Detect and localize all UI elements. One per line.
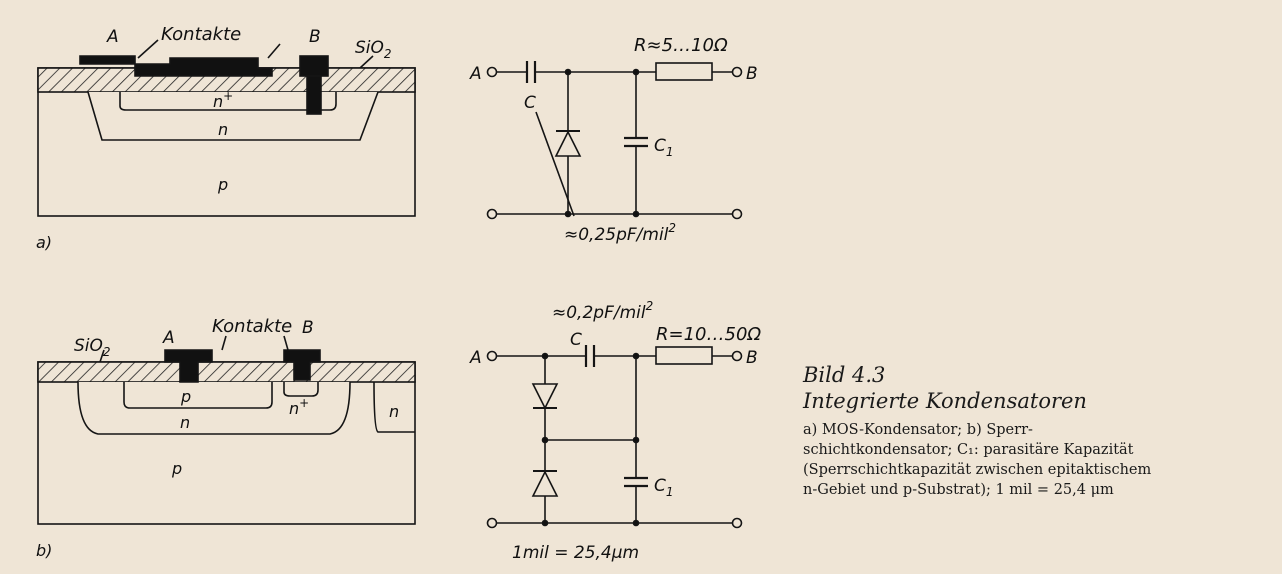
circuit-a-resistor-label: R≈5…10Ω (634, 35, 728, 56)
panel-b-cross-section (37, 335, 416, 525)
via-contact-b (306, 75, 322, 115)
caption-title-line1: Bild 4.3 (803, 363, 886, 387)
label-b-n-iso: n (389, 402, 399, 421)
terminal-b-A (486, 350, 498, 362)
circuit-a-capacitor-C1: C1 (654, 136, 674, 159)
label-b-p-sub: p (171, 459, 182, 478)
circuit-b-terminal-B: B (746, 348, 758, 368)
label-b-nplus: n+ (289, 396, 309, 418)
p-region-b (123, 382, 273, 409)
nplus-region-b (283, 382, 319, 397)
caption-body-line4: n-Gebiet und p-Substrat); 1 mil = 25,4 μ… (803, 482, 1114, 498)
label-a-p: p (217, 175, 228, 194)
panel-a-circuit (486, 61, 743, 220)
diode-a (554, 130, 582, 157)
circuit-a-cap-density: ≈0,25pF/mil2 (564, 221, 676, 245)
metal-contact-a (79, 55, 273, 77)
caption-body: a) MOS-Kondensator; b) Sperr- schichtkon… (803, 420, 1273, 500)
terminal-a-B (731, 66, 743, 78)
diode-b-upper (531, 383, 559, 410)
caption-title-line2: Integrierte Kondensatoren (803, 389, 1087, 413)
resistor-a (655, 62, 713, 81)
label-b-contact-A: A (162, 328, 175, 348)
circuit-b-cap-density: ≈0,2pF/mil2 (552, 299, 653, 323)
metal-contact-b-A (164, 349, 213, 383)
label-b-contact-B: B (302, 318, 314, 338)
label-a-nplus: n+ (213, 89, 233, 111)
terminal-a-A (486, 66, 498, 78)
terminal-b-B (731, 350, 743, 362)
circuit-b-capacitor-C1: C1 (654, 476, 674, 499)
label-b-oxide: SiO2 (74, 336, 111, 359)
circuit-b-capacitor-C: C (570, 330, 582, 350)
caption-body-line1: a) MOS-Kondensator; b) Sperr- (803, 422, 1033, 438)
circuit-a-capacitor-C: C (524, 93, 536, 113)
circuit-b-unit-note: 1mil = 25,4μm (512, 543, 639, 563)
metal-contact-b (299, 55, 329, 77)
metal-contact-b-B (283, 349, 321, 381)
label-a-contacts: Kontakte (161, 24, 241, 45)
label-a-contact-A: A (106, 27, 119, 47)
figure-caption: Bild 4.3 Integrierte Kondensatoren a) MO… (803, 362, 1273, 500)
caption-body-line2: schichtkondensator; C₁: parasitäre Kapaz… (803, 442, 1134, 458)
panel-b-circuit (486, 345, 743, 529)
nplus-region-a (119, 92, 337, 111)
oxide-layer-b (37, 361, 416, 383)
panel-a-label: a) (36, 233, 52, 252)
resistor-b (655, 346, 713, 365)
circuit-a-terminal-B: B (746, 64, 758, 84)
n-region-a (87, 91, 379, 141)
label-b-n: n (180, 413, 190, 432)
label-a-oxide: SiO2 (355, 38, 392, 61)
label-a-contact-B: B (309, 27, 321, 47)
label-b-contacts: Kontakte (212, 316, 292, 337)
circuit-a-terminal-A: A (469, 64, 482, 84)
circuit-b-terminal-A: A (469, 348, 482, 368)
caption-body-line3: (Sperrschichtkapazität zwischen epitakti… (803, 462, 1152, 478)
panel-b-label: b) (36, 541, 52, 560)
panel-a-cross-section (37, 39, 416, 217)
n-isolation-b (373, 381, 415, 433)
circuit-b-resistor-label: R=10…50Ω (656, 324, 761, 345)
label-a-n: n (218, 120, 228, 139)
diode-b-lower (531, 470, 559, 497)
label-b-p: p (180, 387, 191, 406)
